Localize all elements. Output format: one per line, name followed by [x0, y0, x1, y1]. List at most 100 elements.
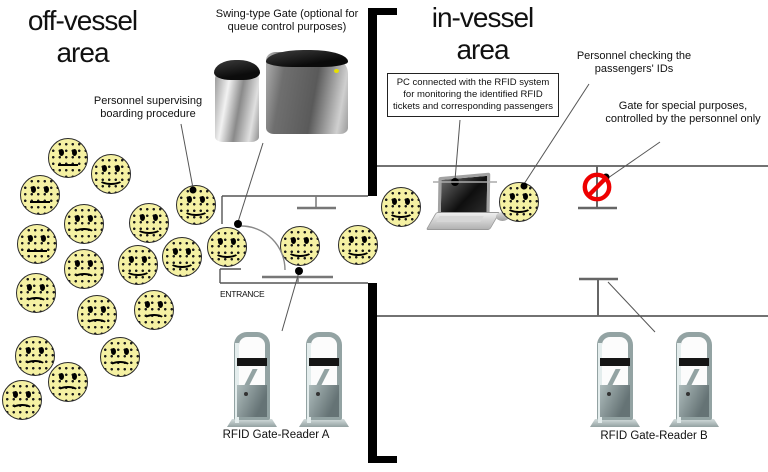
- entrance-bottom-gate-symbol: [262, 275, 333, 283]
- smiley-eye: [124, 348, 129, 355]
- reader-b-base-left: [590, 419, 640, 427]
- smiley-eye: [88, 215, 93, 222]
- smiley-eye: [72, 149, 77, 156]
- reader-b-base-right: [669, 419, 719, 427]
- smiley-eye: [140, 214, 145, 221]
- smiley-eye: [200, 196, 205, 203]
- smiley-eye: [153, 214, 158, 221]
- smiley-eye: [72, 373, 77, 380]
- smiley-eye: [186, 248, 191, 255]
- smiley-eye: [102, 165, 107, 172]
- off-vessel-title-line2: area: [56, 37, 109, 69]
- swing-gate-indicator-light: [334, 69, 339, 73]
- personnel-supervising-label: Personnel supervising boarding procedure: [93, 95, 203, 120]
- smiley-eye: [231, 238, 236, 245]
- off-vessel-title-line1: off-vessel: [27, 5, 138, 36]
- reader-a-base-right: [299, 419, 349, 427]
- reader-b-panel-right: [676, 332, 712, 423]
- entrance-top-gate-symbol: [297, 196, 336, 210]
- smiley-eye: [173, 248, 178, 255]
- reader-b-panel-left: [597, 332, 633, 423]
- passenger-smiley: [64, 249, 104, 289]
- rfid-gate-reader-b-label: RFID Gate-Reader B: [600, 430, 708, 442]
- smiley-eye: [75, 260, 80, 267]
- passenger-smiley: [2, 380, 42, 420]
- door-swing-arc: [240, 225, 286, 271]
- smiley-eye: [88, 306, 93, 313]
- smiley-eye: [44, 186, 49, 193]
- smiley-eye: [88, 260, 93, 267]
- passenger-smiley: [48, 138, 88, 178]
- passenger-smiley: [15, 336, 55, 376]
- panel-highlight: [598, 343, 602, 423]
- smiley-eye: [523, 193, 528, 200]
- panel-highlight: [235, 343, 239, 423]
- special-gate-label: Gate for special purposes, controlled by…: [605, 100, 761, 125]
- smiley-mouth: [287, 245, 313, 257]
- smiley-eye: [362, 236, 367, 243]
- smiley-eye: [158, 301, 163, 308]
- panel-pedestal: [679, 385, 709, 417]
- smiley-eye: [187, 196, 192, 203]
- in-vessel-area-title: in-vessel area: [410, 2, 555, 66]
- smiley-supervisor: [176, 185, 216, 225]
- panel-highlight: [677, 343, 681, 423]
- smiley-eye: [304, 237, 309, 244]
- swing-gate-right-pedestal: [266, 50, 348, 134]
- panel-highlight: [307, 343, 311, 423]
- reader-a-base-left: [227, 419, 277, 427]
- smiley-mouth: [11, 404, 33, 415]
- smiley-eye: [129, 256, 134, 263]
- smiley-eye: [142, 256, 147, 263]
- smiley-mouth: [24, 360, 46, 371]
- smiley-eye: [510, 193, 515, 200]
- smiley-eye: [405, 198, 410, 205]
- off-vessel-area-title: off-vessel area: [10, 5, 155, 69]
- special-gate-symbol: [578, 166, 617, 210]
- passenger-smiley: [17, 224, 57, 264]
- smiley-id-checker: [499, 182, 539, 222]
- smiley-eye: [27, 284, 32, 291]
- smiley-mouth: [57, 386, 79, 397]
- smiley-eye: [111, 348, 116, 355]
- smiley-mouth: [136, 222, 162, 234]
- smiley-mouth: [73, 273, 95, 284]
- pc-rfid-monitor-label: PC connected with the RFID system for mo…: [387, 73, 559, 117]
- passenger-smiley: [16, 273, 56, 313]
- swing-gate-label: Swing-type Gate (optional for queue cont…: [215, 8, 359, 33]
- smiley-eye: [26, 391, 31, 398]
- passenger-smiley: [162, 237, 202, 277]
- smiley-mouth: [98, 173, 124, 185]
- laptop-keyboard: [436, 216, 484, 222]
- passenger-smiley: [280, 226, 320, 266]
- smiley-eye: [31, 186, 36, 193]
- smiley-eye: [145, 301, 150, 308]
- passenger-smiley: [48, 362, 88, 402]
- passenger-smiley: [77, 295, 117, 335]
- passenger-smiley: [118, 245, 158, 285]
- passenger-smiley: [381, 187, 421, 227]
- smiley-mouth: [73, 228, 95, 239]
- passenger-smiley: [338, 225, 378, 265]
- smiley-mouth: [345, 244, 371, 256]
- smiley-mouth: [30, 201, 50, 203]
- passenger-smiley: [134, 290, 174, 330]
- smiley-mouth: [388, 206, 414, 218]
- smiley-mouth: [86, 319, 108, 330]
- smiley-eye: [39, 347, 44, 354]
- smiley-eye: [75, 215, 80, 222]
- smiley-eye: [40, 284, 45, 291]
- swing-gate-left-pedestal: [214, 60, 260, 142]
- passenger-smiley: [207, 227, 247, 267]
- smiley-mouth: [169, 256, 195, 268]
- personnel-checking-label: Personnel checking the passengers' IDs: [576, 50, 692, 75]
- smiley-mouth: [214, 246, 240, 258]
- panel-antenna-bar: [309, 358, 339, 366]
- smiley-mouth: [109, 361, 131, 372]
- monitoring-pc-image: [425, 172, 514, 234]
- smiley-eye: [41, 235, 46, 242]
- panel-antenna-bar: [237, 358, 267, 366]
- swing-gate-left-cap: [214, 60, 260, 80]
- laptop-mouse: [496, 212, 509, 221]
- passenger-smiley: [20, 175, 60, 215]
